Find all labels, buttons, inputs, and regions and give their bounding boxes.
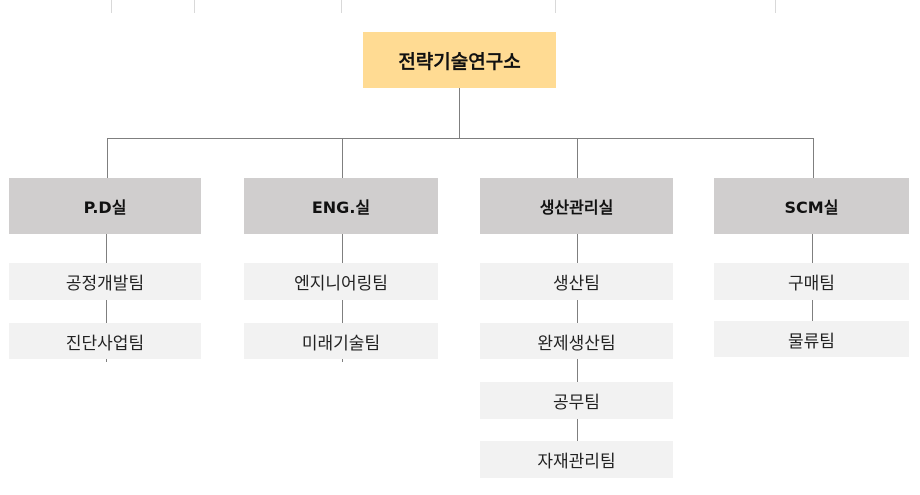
team-box: 공정개발팀 xyxy=(9,263,201,300)
top-stub-line xyxy=(341,0,342,13)
team-box: 구매팀 xyxy=(714,263,909,300)
team-label: 진단사업팀 xyxy=(65,333,145,354)
team-box: 엔지니어링팀 xyxy=(244,263,438,300)
top-stub-line xyxy=(555,0,556,13)
team-label: 공정개발팀 xyxy=(65,274,145,294)
dept-connector xyxy=(813,138,814,178)
team-label: 생산팀 xyxy=(553,274,600,294)
department-label: ENG.실 xyxy=(311,198,371,217)
team-label: 공무팀 xyxy=(553,393,600,413)
dept-connector xyxy=(342,138,343,178)
dept-connector xyxy=(107,138,108,178)
department-label: 생산관리실 xyxy=(539,198,614,217)
team-label: 구매팀 xyxy=(788,274,835,294)
department-label: P.D실 xyxy=(83,198,127,217)
team-label: 자재관리팀 xyxy=(537,452,616,472)
department-label: SCM실 xyxy=(784,198,839,217)
team-box: 미래기술팀 xyxy=(244,323,438,359)
department-box-pd: P.D실 xyxy=(9,178,201,234)
team-box: 진단사업팀 xyxy=(9,323,201,359)
root-connector xyxy=(459,88,460,138)
team-box: 완제생산팀 xyxy=(480,323,673,359)
department-box-production: 생산관리실 xyxy=(480,178,673,234)
department-bus-line xyxy=(107,138,814,139)
team-label: 완제생산팀 xyxy=(537,333,616,354)
team-box: 물류팀 xyxy=(714,321,909,357)
team-label: 미래기술팀 xyxy=(301,333,381,354)
team-label: 엔지니어링팀 xyxy=(294,274,388,294)
team-label: 물류팀 xyxy=(788,331,835,352)
org-root-label: 전략기술연구소 xyxy=(398,50,521,73)
team-box: 생산팀 xyxy=(480,263,673,300)
team-box: 공무팀 xyxy=(480,382,673,419)
department-box-scm: SCM실 xyxy=(714,178,909,234)
department-box-eng: ENG.실 xyxy=(244,178,438,234)
top-stub-line xyxy=(775,0,776,13)
top-stub-line xyxy=(111,0,112,13)
org-root-box: 전략기술연구소 xyxy=(363,32,556,88)
top-stub-line xyxy=(194,0,195,13)
team-box: 자재관리팀 xyxy=(480,441,673,478)
dept-connector xyxy=(577,138,578,178)
